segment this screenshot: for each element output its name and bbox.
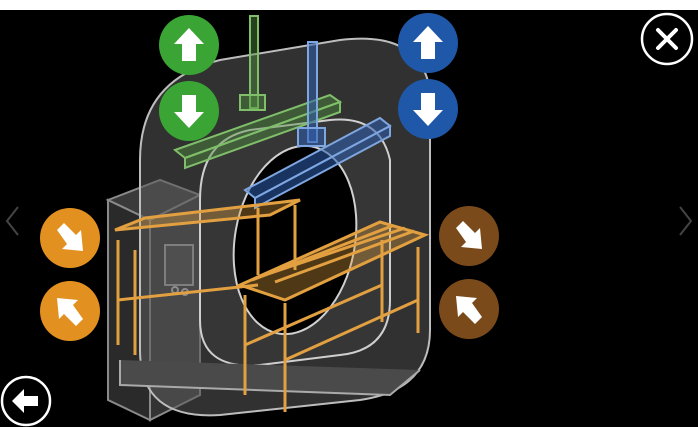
- blue-vertical-axis: [243, 41, 392, 210]
- brown-move-in-button[interactable]: [438, 205, 500, 267]
- orange-move-in-button[interactable]: [39, 207, 101, 269]
- green-up-button[interactable]: [158, 14, 220, 76]
- blue-down-button[interactable]: [397, 78, 459, 140]
- next-chevron[interactable]: [676, 205, 694, 237]
- arrow-down-icon: [398, 79, 458, 139]
- arrow-down-icon: [159, 81, 219, 141]
- close-button[interactable]: [640, 12, 694, 66]
- blue-up-button[interactable]: [397, 12, 459, 74]
- previous-chevron[interactable]: [4, 205, 22, 237]
- arrow-down-right-icon: [40, 208, 100, 268]
- green-down-button[interactable]: [158, 80, 220, 142]
- top-status-strip: [0, 0, 698, 10]
- close-icon: [640, 12, 694, 66]
- green-vertical-axis: [172, 15, 343, 170]
- orange-move-out-button[interactable]: [39, 280, 101, 342]
- orange-left-table: [114, 198, 301, 355]
- arrow-down-right-icon: [439, 206, 499, 266]
- arrow-up-icon: [159, 15, 219, 75]
- brown-move-out-button[interactable]: [438, 278, 500, 340]
- arrow-up-icon: [398, 13, 458, 73]
- chevron-right-icon: [679, 206, 693, 236]
- arrow-up-left-icon: [40, 281, 100, 341]
- back-button[interactable]: [0, 375, 52, 427]
- arrow-up-left-icon: [439, 279, 499, 339]
- front-table: [235, 220, 430, 412]
- chevron-left-icon: [5, 206, 19, 236]
- arrow-left-icon: [0, 375, 52, 427]
